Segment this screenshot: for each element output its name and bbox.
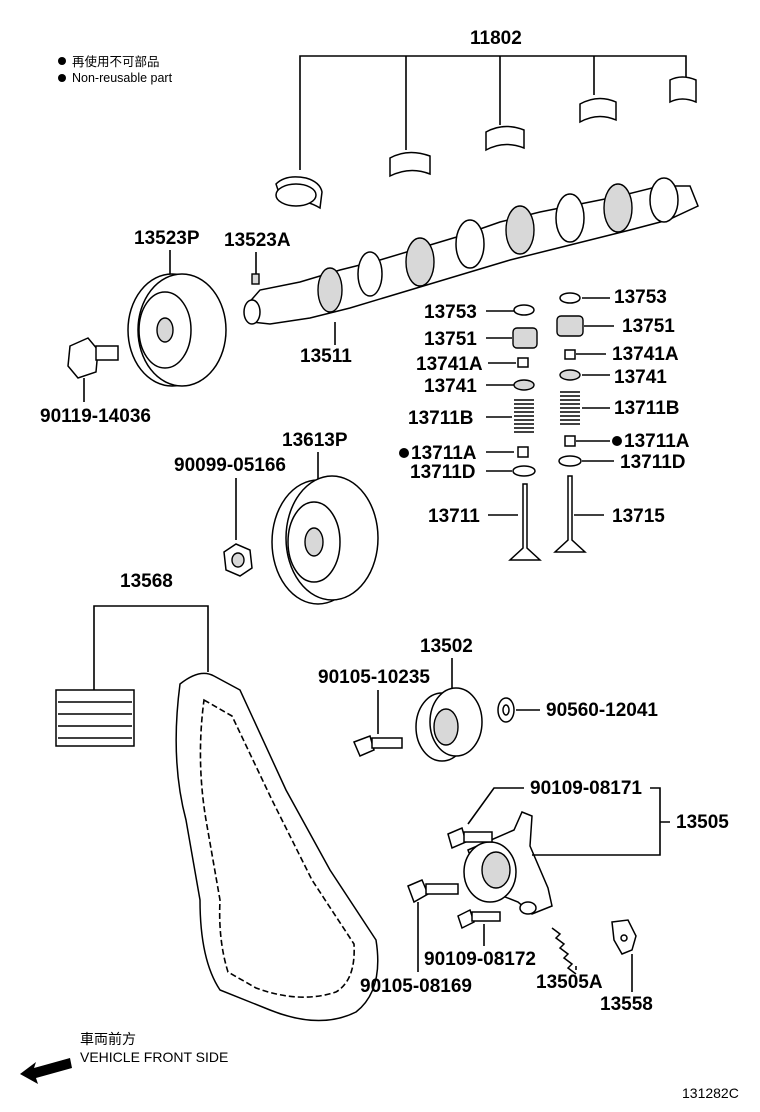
lifter-13751[interactable] [512, 327, 538, 349]
bearing-shell[interactable] [669, 76, 697, 104]
seat-13711D[interactable] [512, 465, 536, 477]
label-13751-right[interactable]: 13751 [622, 316, 675, 337]
label-13711B-left[interactable]: 13711B [408, 408, 474, 429]
label-13558[interactable]: 13558 [600, 994, 653, 1015]
label-90105-08169[interactable]: 90105-08169 [360, 976, 472, 997]
label-90119-14036[interactable]: 90119-14036 [40, 406, 151, 427]
shim-13753[interactable] [559, 292, 581, 304]
cam-pulley-13523P[interactable]: 13523P [127, 228, 227, 387]
keeper-13741A[interactable] [517, 357, 529, 368]
direction-jp: 車両前方 [80, 1031, 136, 1047]
legend: 再使用不可部品 Non-reusable part [58, 54, 173, 85]
label-90105-10235[interactable]: 90105-10235 [318, 667, 430, 688]
seat-13711D[interactable] [558, 455, 582, 467]
label-90099-05166[interactable]: 90099-05166 [174, 455, 286, 476]
shim-13753[interactable] [513, 304, 535, 316]
label-13523A[interactable]: 13523A [224, 230, 291, 251]
tensioner-13505[interactable]: 13505 [463, 787, 729, 915]
label-90109-08172[interactable]: 90109-08172 [424, 949, 536, 970]
label-13753-right[interactable]: 13753 [614, 287, 667, 308]
pin-13523A[interactable]: 13523A [224, 230, 291, 285]
label-13711A-left[interactable]: 13711A [411, 443, 477, 464]
label-13711D-right[interactable]: 13711D [620, 452, 686, 473]
keeper-13741A[interactable] [564, 349, 576, 360]
label-13751-left[interactable]: 13751 [424, 329, 477, 350]
label-13505[interactable]: 13505 [676, 812, 729, 833]
label-90560-12041[interactable]: 90560-12041 [546, 700, 658, 721]
bolt-90105-08169[interactable]: 90105-08169 [360, 879, 472, 997]
lifter-13751[interactable] [556, 315, 584, 337]
non-reusable-bullet-icon [58, 57, 66, 65]
label-13741-left[interactable]: 13741 [424, 376, 477, 397]
seal-13711A[interactable] [564, 435, 576, 447]
front-arrow-icon [20, 1058, 72, 1084]
non-reusable-bullet-icon [612, 436, 622, 446]
idler-13502[interactable]: 13502 [415, 636, 483, 762]
label-13711D-left[interactable]: 13711D [410, 462, 476, 483]
label-13711A-right[interactable]: 13711A [624, 431, 690, 452]
non-reusable-bullet-icon [58, 74, 66, 82]
vehicle-front-indicator: 車両前方 VEHICLE FRONT SIDE [20, 1031, 228, 1084]
label-11802[interactable]: 11802 [470, 28, 522, 49]
pulley-13613P[interactable]: 13613P [271, 430, 379, 605]
label-13505A[interactable]: 13505A [536, 972, 603, 993]
label-13741A-left[interactable]: 13741A [416, 354, 483, 375]
direction-en: VEHICLE FRONT SIDE [80, 1049, 228, 1065]
label-13568[interactable]: 13568 [120, 571, 173, 592]
bearing-shell[interactable] [389, 151, 431, 178]
washer-90560-12041[interactable]: 90560-12041 [497, 697, 658, 723]
bearing-shell[interactable] [579, 97, 617, 124]
bearing-shell[interactable] [485, 125, 525, 152]
label-13523P[interactable]: 13523P [134, 228, 200, 249]
spring-13711B[interactable] [560, 391, 580, 425]
valve-13711[interactable] [508, 483, 542, 561]
legend-en: Non-reusable part [72, 71, 173, 85]
valve-train-exhaust: 13753 13751 13741A 13741 13711B 13711A 1… [553, 287, 690, 553]
timing-belt-13568[interactable]: 13568 [55, 571, 379, 1022]
label-13502[interactable]: 13502 [420, 636, 473, 657]
bolt-90119-14036[interactable]: 90119-14036 [40, 337, 151, 427]
bolt-90105-10235[interactable]: 90105-10235 [318, 667, 430, 757]
label-13613P[interactable]: 13613P [282, 430, 348, 451]
label-13741-right[interactable]: 13741 [614, 367, 667, 388]
label-13711[interactable]: 13711 [428, 506, 480, 527]
spring-13711B[interactable] [514, 399, 534, 433]
non-reusable-bullet-icon [399, 448, 409, 458]
nut-90099-05166[interactable]: 90099-05166 [174, 455, 286, 577]
label-13741A-right[interactable]: 13741A [612, 344, 679, 365]
bolt-90109-08172[interactable]: 90109-08172 [424, 908, 536, 970]
valve-train-intake: 13753 13751 13741A 13741 13711B 13711A 1… [399, 302, 542, 561]
label-13711B-right[interactable]: 13711B [614, 398, 680, 419]
retainer-13741[interactable] [559, 369, 581, 381]
bolt-90109-08171[interactable]: 90109-08171 [447, 778, 642, 850]
figure-id: 131282C [682, 1085, 739, 1101]
camshaft-13511[interactable]: 13511 [243, 177, 699, 367]
retainer-13741[interactable] [513, 379, 535, 391]
label-90109-08171[interactable]: 90109-08171 [530, 778, 642, 799]
seal-13711A[interactable] [517, 446, 529, 458]
legend-jp: 再使用不可部品 [72, 54, 160, 69]
label-13511[interactable]: 13511 [300, 346, 352, 367]
label-13715[interactable]: 13715 [612, 506, 665, 527]
bearing-shell[interactable] [275, 176, 323, 210]
bracket-13558[interactable]: 13558 [600, 919, 653, 1015]
bearing-group-11802: 11802 [275, 28, 697, 210]
spring-13505A[interactable]: 13505A [536, 927, 603, 993]
valve-13715[interactable] [553, 475, 587, 553]
label-13753-left[interactable]: 13753 [424, 302, 477, 323]
